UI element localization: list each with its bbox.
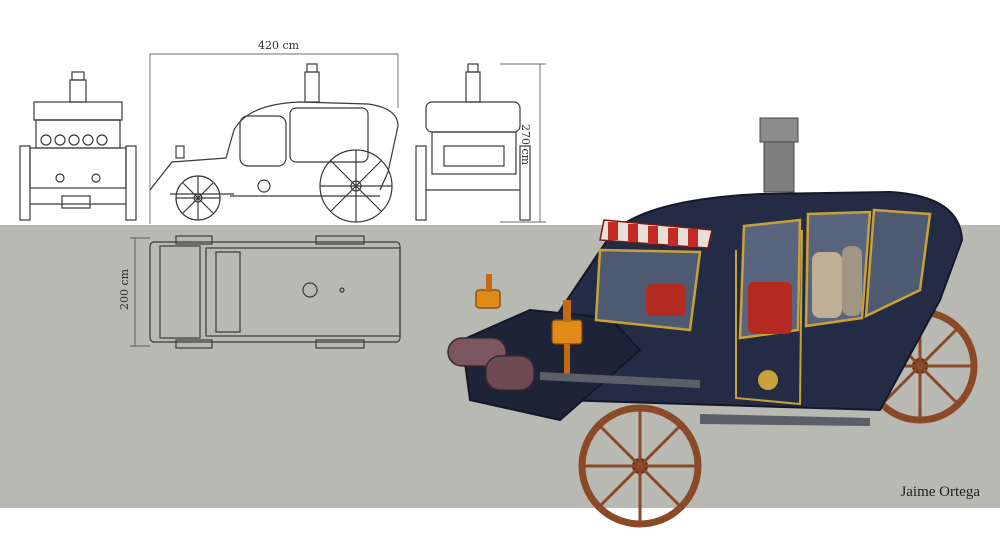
front-view-drawing — [19, 71, 137, 221]
top-view-drawing — [130, 235, 401, 349]
lamp — [551, 300, 583, 374]
carriage-render — [447, 117, 978, 528]
side-view-drawing — [149, 53, 399, 224]
width-dimension-label: 200 cm — [118, 268, 131, 310]
rear-view-drawing — [415, 63, 546, 223]
length-dimension-label: 420 cm — [258, 39, 300, 52]
lamp — [475, 274, 501, 309]
front-wheel — [578, 404, 702, 528]
artist-signature: Jaime Ortega — [900, 484, 980, 500]
height-dimension-label: 270 cm — [519, 124, 532, 166]
